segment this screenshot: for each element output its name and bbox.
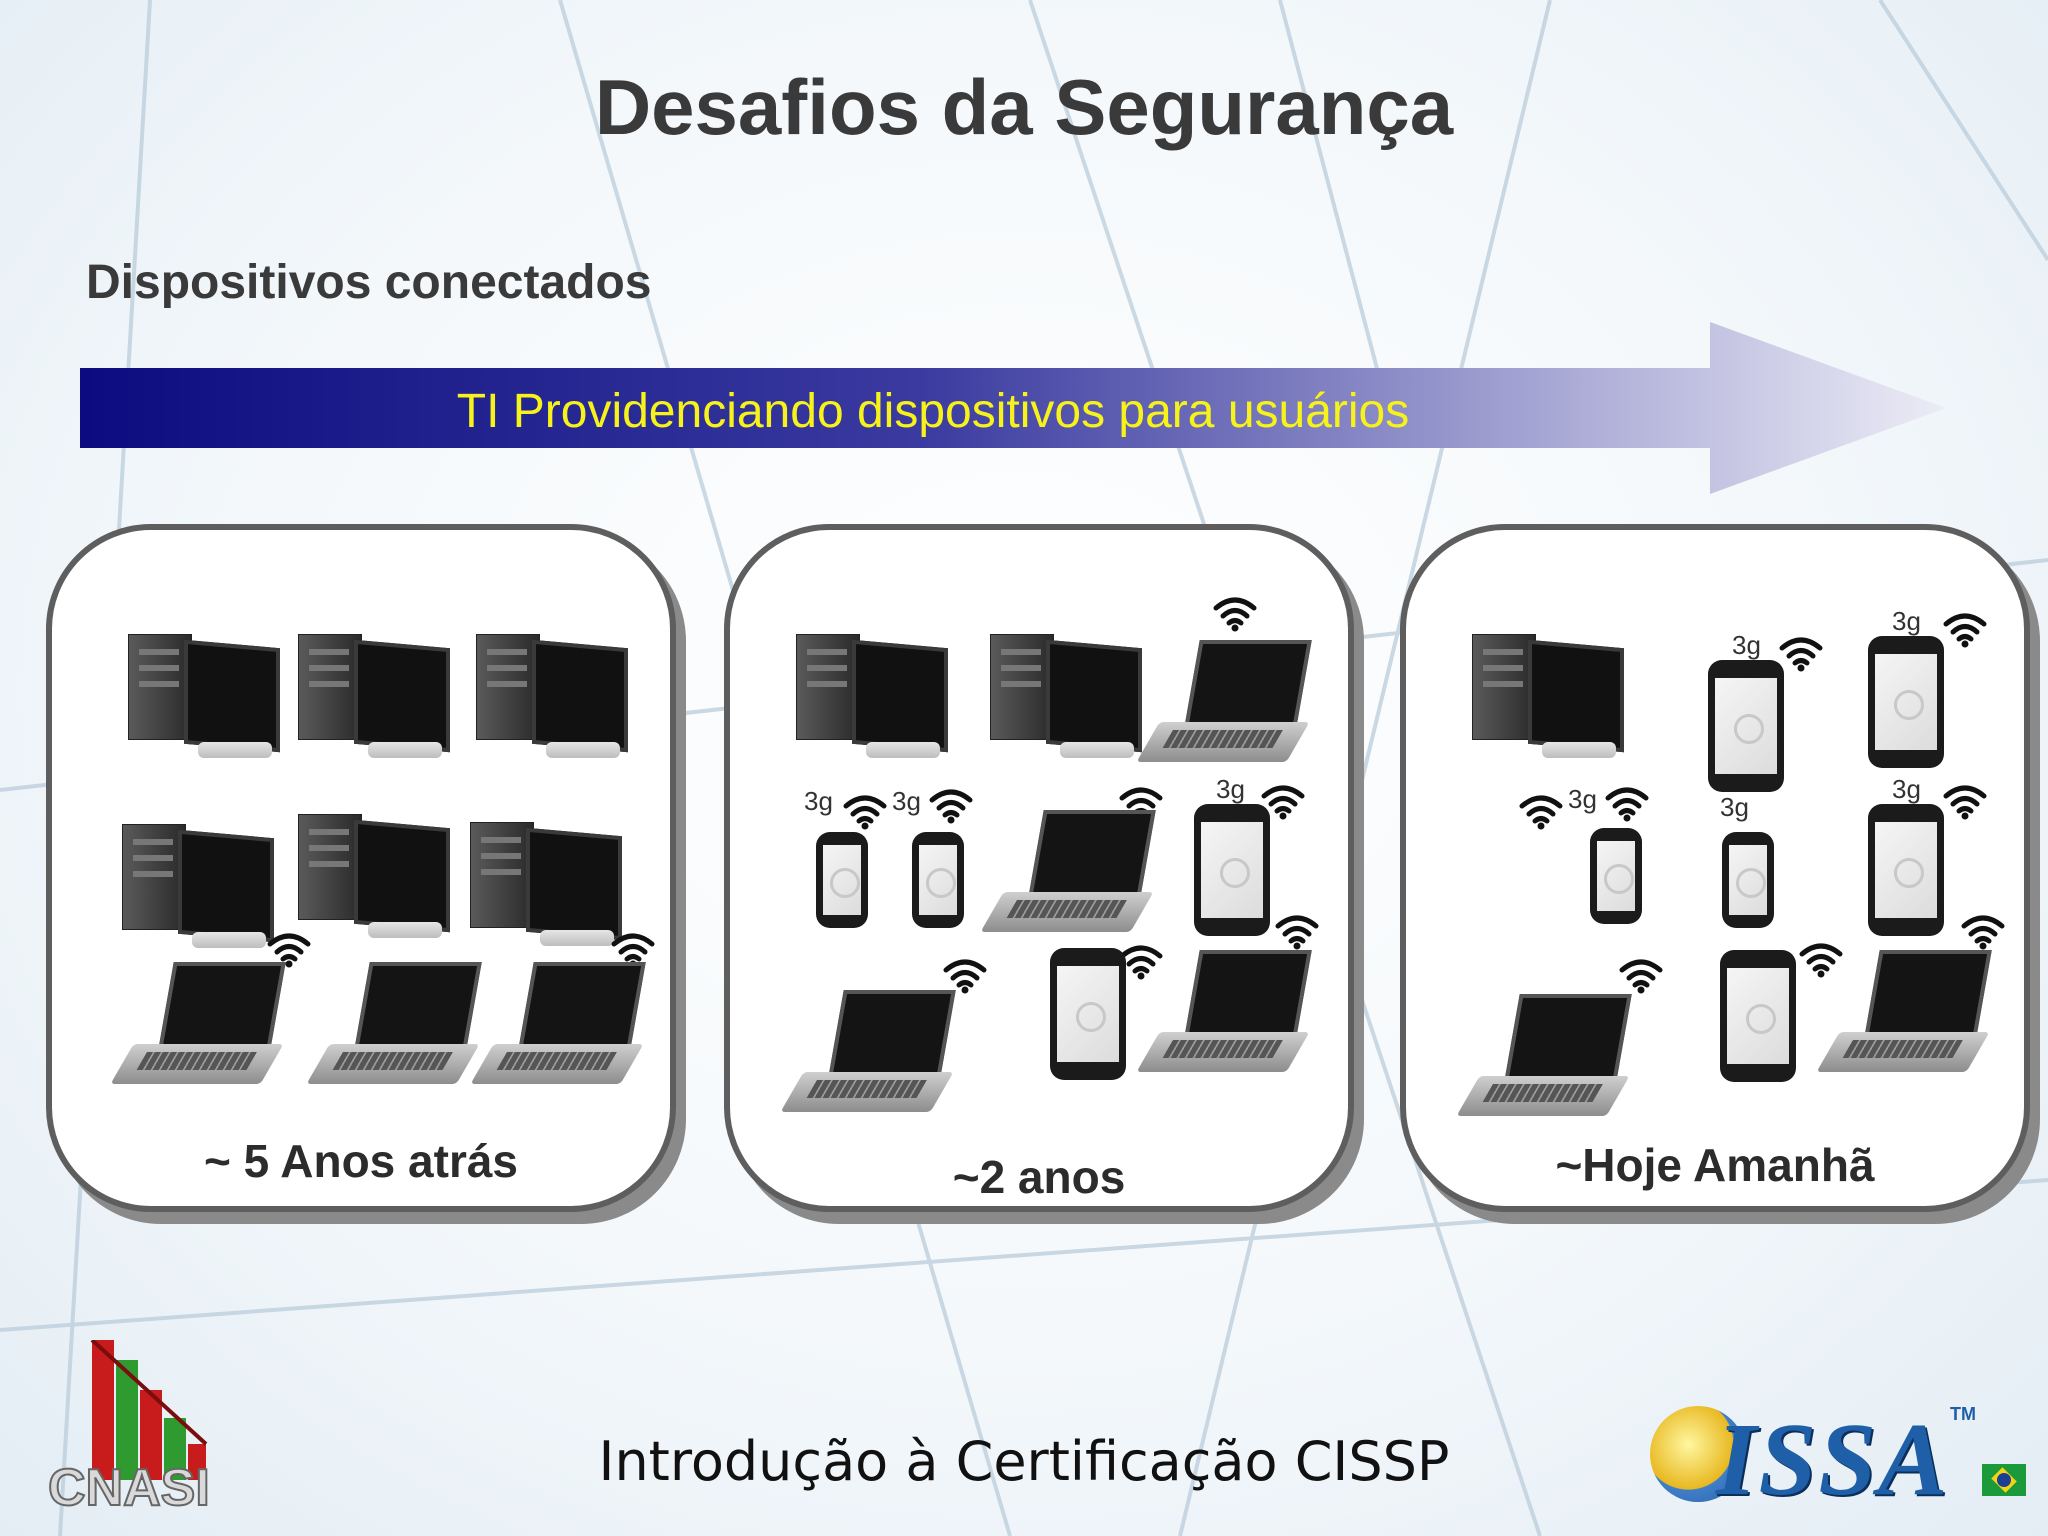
tablet-icon: [1868, 636, 1944, 768]
desktop-computer-icon: [122, 820, 274, 956]
label-3g: 3g: [1720, 792, 1749, 822]
arrow-label: TI Providenciando dispositivos para usuá…: [80, 384, 1946, 439]
panel-caption: ~ 5 Anos atrás: [203, 1135, 519, 1187]
wifi-icon: [1942, 610, 1988, 648]
wifi-icon: [1778, 634, 1824, 672]
desktop-computer-icon: [990, 630, 1142, 766]
panel-2-years: 3g 3g 3g ~2 anos: [724, 524, 1354, 1212]
arrow-label-text: TI Providenciando dispositivos para usuá…: [456, 385, 1410, 438]
laptop-icon: [1136, 640, 1312, 770]
wifi-icon: [1798, 940, 1844, 978]
label-3g: 3g: [1216, 774, 1245, 804]
cnasi-logo-graphic: CNASI: [47, 1338, 211, 1518]
laptop-icon: [980, 810, 1156, 940]
trademark-symbol: TM: [1950, 1404, 1976, 1424]
desktop-computer-icon: [128, 630, 280, 766]
cnasi-logo: CNASI: [46, 1338, 246, 1518]
wifi-icon: [1260, 782, 1306, 820]
progress-arrow: TI Providenciando dispositivos para usuá…: [80, 322, 1946, 494]
tablet-icon: [1708, 660, 1784, 792]
wifi-icon: [1212, 594, 1258, 632]
laptop-icon: [306, 962, 482, 1092]
arrow-shape: [80, 322, 1946, 494]
wifi-icon: [1518, 792, 1564, 830]
tablet-icon: [1720, 950, 1796, 1082]
panel-5-years-ago: ~ 5 Anos atrás: [46, 524, 676, 1212]
smartphone-icon: [1590, 828, 1642, 924]
globe-icon: [1650, 1406, 1746, 1502]
desktop-computer-icon: [470, 818, 622, 954]
issa-logo-text: ISSA: [1716, 1402, 1950, 1517]
laptop-icon: [780, 990, 956, 1120]
laptop-icon: [1816, 950, 1992, 1080]
wifi-icon: [1942, 782, 1988, 820]
desktop-computer-icon: [1472, 630, 1624, 766]
wifi-icon: [1618, 956, 1664, 994]
tablet-icon: [1050, 948, 1126, 1080]
desktop-computer-icon: [298, 630, 450, 766]
panel-today-tomorrow: 3g 3g 3g 3g 3g ~Hoje Amanhã: [1400, 524, 2030, 1212]
laptop-icon: [1136, 950, 1312, 1080]
desktop-computer-icon: [298, 810, 450, 946]
wifi-icon: [942, 956, 988, 994]
cnasi-logo-text: CNASI: [48, 1459, 210, 1515]
laptop-icon: [110, 962, 286, 1092]
label-3g: 3g: [1892, 606, 1921, 636]
wifi-icon: [1960, 912, 2006, 950]
wifi-icon: [842, 792, 888, 830]
desktop-computer-icon: [796, 630, 948, 766]
smartphone-icon: [1722, 832, 1774, 928]
wifi-icon: [1274, 912, 1320, 950]
label-3g: 3g: [892, 786, 921, 816]
tablet-icon: [1194, 804, 1270, 936]
wifi-icon: [1604, 784, 1650, 822]
laptop-icon: [1456, 994, 1632, 1124]
smartphone-icon: [816, 832, 868, 928]
slide-title: Desafios da Segurança: [594, 63, 1454, 151]
panel-caption: ~Hoje Amanhã: [1555, 1139, 1875, 1191]
wifi-icon: [928, 786, 974, 824]
issa-logo: ISSA TM: [1646, 1400, 2036, 1517]
wifi-icon: [266, 930, 312, 968]
section-subtitle: Dispositivos conectados: [86, 256, 652, 309]
desktop-computer-icon: [476, 630, 628, 766]
brazil-flag-icon: [1982, 1464, 2026, 1496]
panel-caption: ~2 anos: [952, 1151, 1126, 1203]
label-3g: 3g: [1892, 774, 1921, 804]
tablet-icon: [1868, 804, 1944, 936]
footer-course-title: Introdução à Certificação CISSP: [598, 1430, 1450, 1493]
laptop-icon: [470, 962, 646, 1092]
label-3g: 3g: [1568, 784, 1597, 814]
smartphone-icon: [912, 832, 964, 928]
label-3g: 3g: [1732, 630, 1761, 660]
wifi-icon: [1118, 942, 1164, 980]
label-3g: 3g: [804, 786, 833, 816]
